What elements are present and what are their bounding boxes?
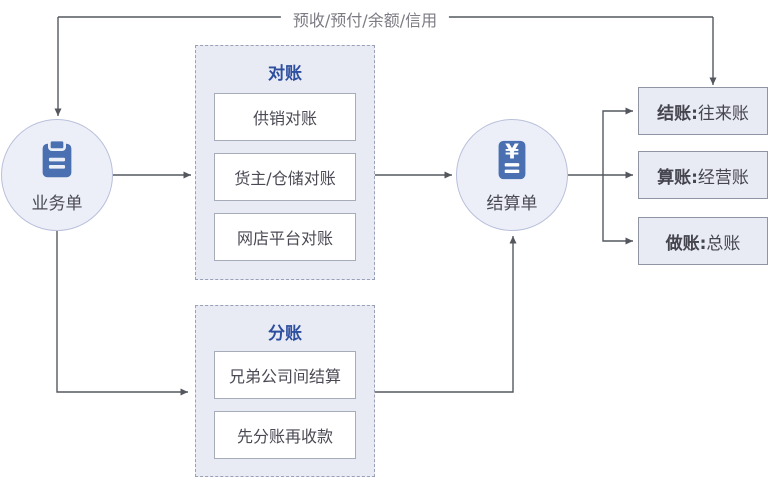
split-group: 分账 兄弟公司间结算 先分账再收款	[195, 305, 375, 477]
settlement-order-node: ¥ 结算单	[456, 119, 568, 231]
output-box-bookkeeping: 做账:总账	[638, 217, 768, 265]
business-order-label: 业务单	[31, 193, 83, 214]
output-closing-prefix: 结账:	[657, 103, 698, 124]
reconciliation-item-online-platform: 网店平台对账	[214, 213, 356, 261]
output-accounting-label: 经营账	[697, 167, 749, 188]
split-title: 分账	[268, 324, 302, 344]
output-bookkeeping-label: 总账	[706, 233, 741, 254]
invoice-yuan-icon: ¥	[489, 137, 535, 183]
split-item-split-before-collect: 先分账再收款	[214, 411, 356, 459]
reconciliation-title: 对账	[268, 64, 302, 84]
output-box-closing: 结账:往来账	[638, 87, 768, 135]
output-accounting-prefix: 算账:	[657, 167, 698, 188]
output-bookkeeping-prefix: 做账:	[665, 233, 707, 254]
clipboard-icon	[34, 137, 80, 183]
business-order-node: 业务单	[1, 119, 113, 231]
output-closing-label: 往来账	[697, 103, 749, 124]
feedback-label: 预收/预付/余额/信用	[280, 7, 450, 31]
svg-text:¥: ¥	[505, 139, 519, 163]
reconciliation-item-supply: 供销对账	[214, 93, 356, 141]
split-item-sister-companies: 兄弟公司间结算	[214, 351, 356, 399]
settlement-order-label: 结算单	[486, 193, 538, 214]
reconciliation-group: 对账 供销对账 货主/仓储对账 网店平台对账	[195, 45, 375, 280]
output-box-accounting: 算账:经营账	[638, 151, 768, 199]
reconciliation-item-owner-warehouse: 货主/仓储对账	[214, 153, 356, 201]
